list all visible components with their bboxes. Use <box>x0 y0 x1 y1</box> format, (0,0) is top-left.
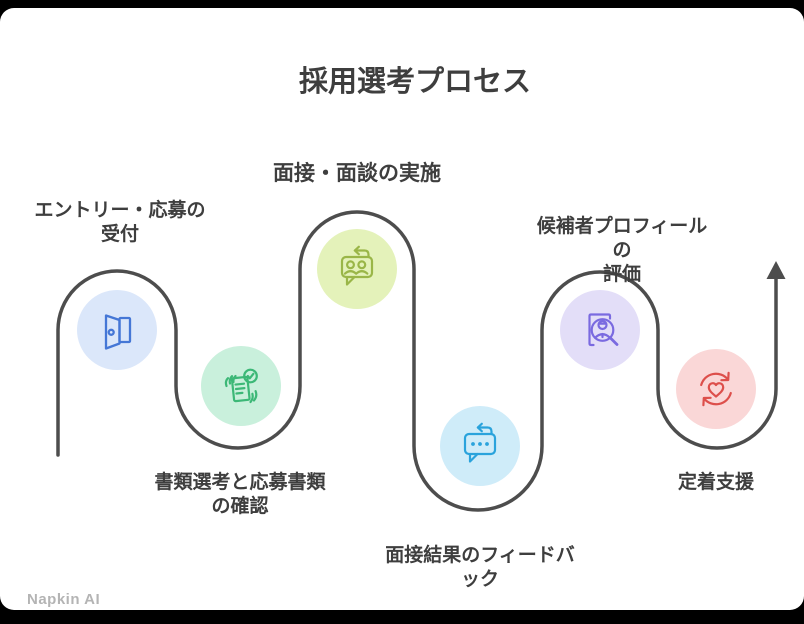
step-feedback-label: 面接結果のフィードバ ック <box>385 545 575 590</box>
profile-search-icon <box>588 313 619 347</box>
step-retention-label: 定着支援 <box>677 472 755 493</box>
document-check-icon <box>224 368 258 404</box>
heart-cycle-icon <box>700 371 732 407</box>
step-entry-circle <box>77 290 157 370</box>
step-evaluation-label: 候補者プロフィールの 評価 <box>536 216 708 285</box>
diagram-title: 採用選考プロセス <box>298 66 532 98</box>
step-evaluation-circle <box>560 290 640 370</box>
step-retention-circle <box>676 349 756 429</box>
step-interview-label: 面接・面談の実施 <box>273 162 441 185</box>
people-chat-icon <box>340 245 374 286</box>
diagram-canvas: 採用選考プロセス エントリー・応募の 受付 <box>0 8 804 610</box>
step-feedback-circle <box>440 406 520 486</box>
chat-reply-icon <box>463 422 497 463</box>
flow-path <box>56 210 786 512</box>
flow-arrow-icon <box>766 261 786 279</box>
step-entry-label: エントリー・応募の 受付 <box>34 200 206 245</box>
watermark: Napkin AI <box>27 591 101 608</box>
step-screening-label: 書類選考と応募書類 の確認 <box>154 472 326 517</box>
door-icon <box>104 314 132 350</box>
step-screening-circle <box>201 346 281 426</box>
step-interview-circle <box>317 229 397 309</box>
